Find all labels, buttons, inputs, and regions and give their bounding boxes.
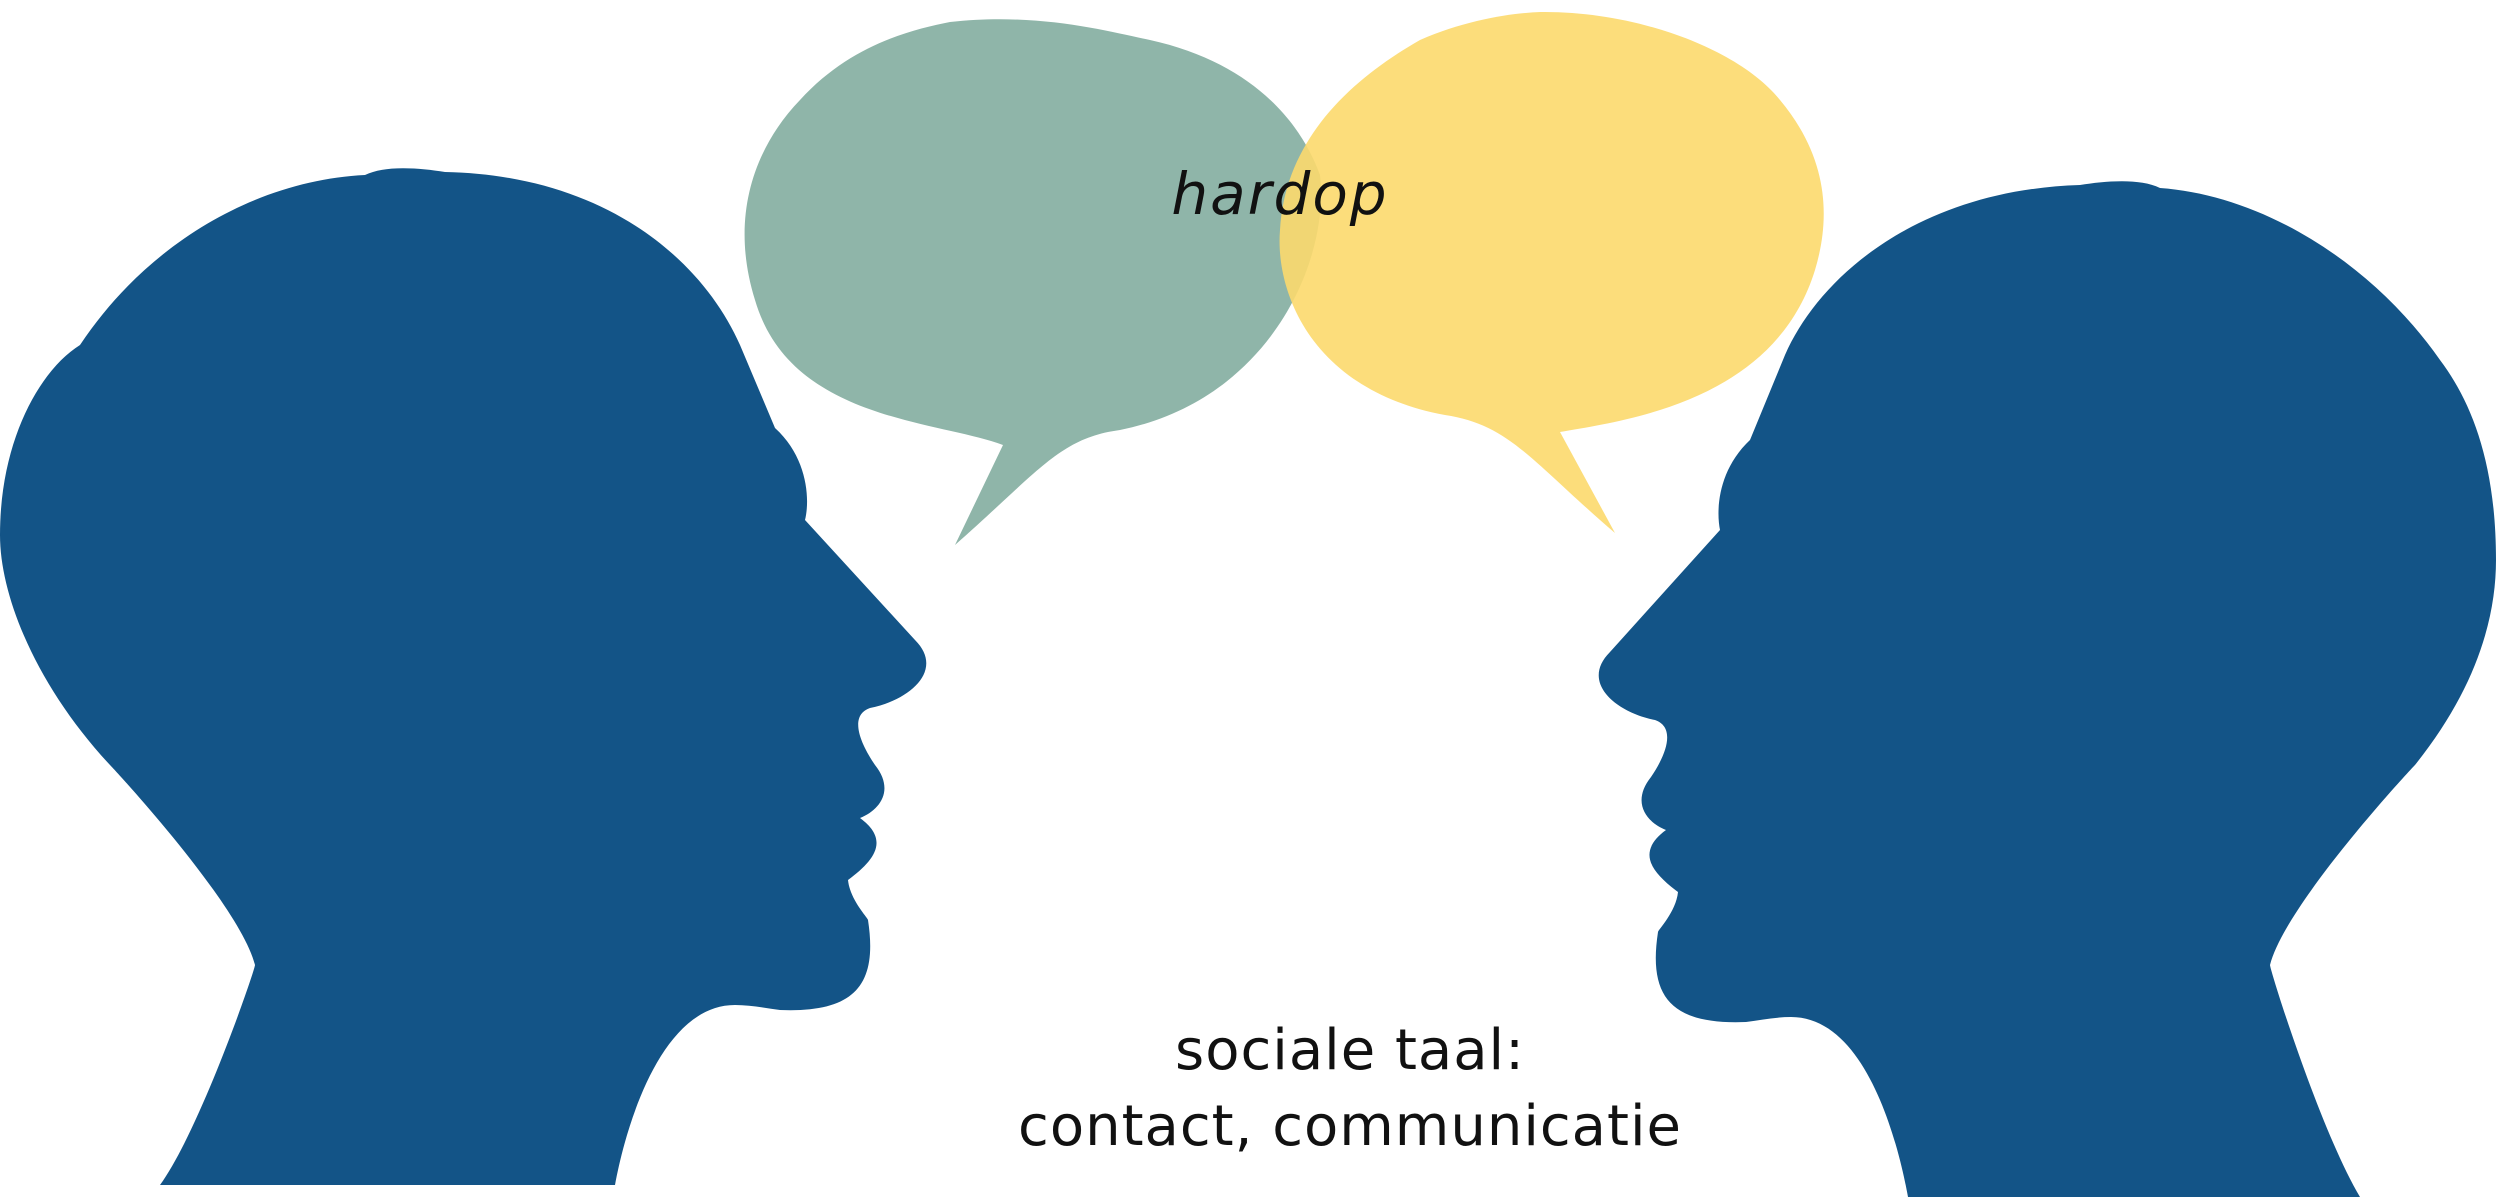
caption-line-2: contact, communicatie — [1018, 1094, 1682, 1159]
left-speech-bubble-icon — [744, 19, 1322, 546]
left-head-silhouette-icon — [0, 168, 927, 1185]
speech-bubble-word: hardop — [1171, 160, 1389, 228]
right-head-silhouette-icon — [1598, 181, 2496, 1197]
caption-line-1: sociale taal: — [1175, 1018, 1525, 1083]
right-speech-bubble-icon — [1279, 12, 1824, 533]
